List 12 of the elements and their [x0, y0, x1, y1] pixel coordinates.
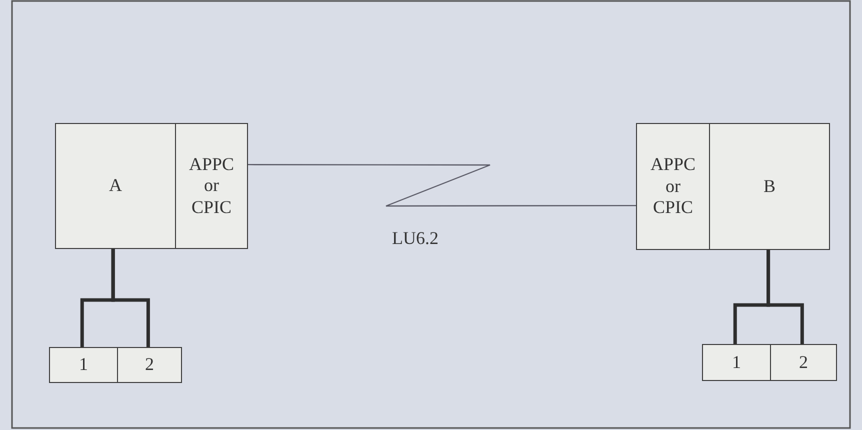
component-box: 1: [702, 344, 771, 381]
interface-box: APPC or CPIC: [175, 123, 248, 249]
edge-label: LU6.2: [392, 228, 438, 249]
component-box: 2: [770, 344, 837, 381]
connector-line: [111, 249, 150, 347]
connector-line: [248, 164, 636, 207]
connector-line: [766, 250, 804, 344]
component-box: 1: [49, 347, 118, 383]
system-box: A: [55, 123, 176, 249]
interface-box: APPC or CPIC: [636, 123, 710, 250]
system-box: B: [709, 123, 830, 250]
component-box: 2: [117, 347, 182, 383]
